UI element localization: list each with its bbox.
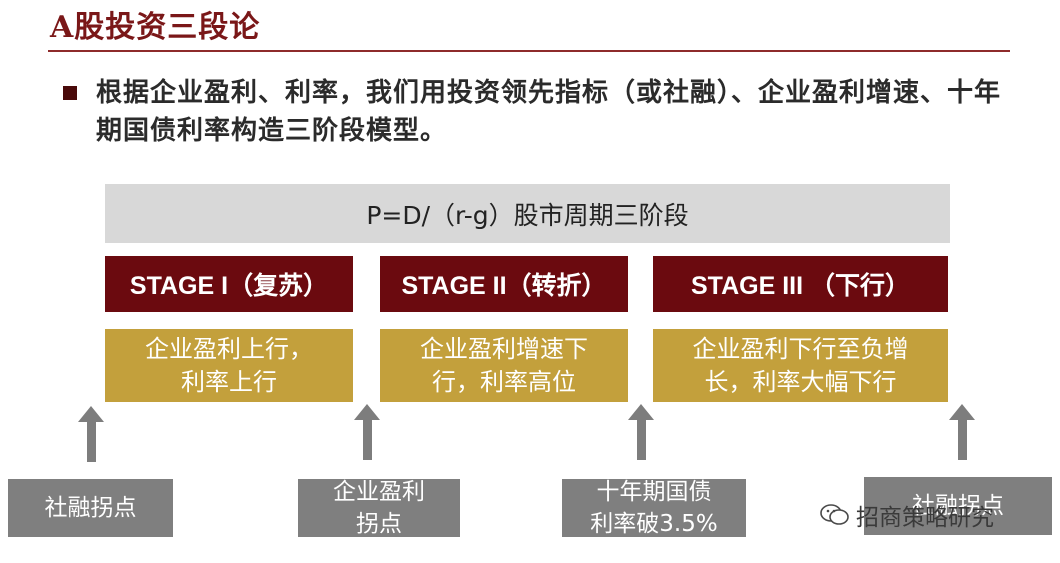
trigger-3-box: 十年期国债利率破3.5%	[562, 479, 746, 537]
trigger-4-box: 社融拐点	[864, 477, 1052, 535]
trigger-1-line1: 社融拐点	[44, 495, 137, 521]
stage-3-header: STAGE III （下行）	[653, 256, 948, 312]
trigger-2-line1: 企业盈利	[333, 479, 425, 505]
stage-2-desc-line1: 企业盈利增速下	[420, 334, 588, 363]
stage-2-description: 企业盈利增速下行，利率高位	[380, 329, 628, 402]
stage-1-description: 企业盈利上行， 利率上行	[105, 329, 353, 402]
page-title: A股投资三段论	[50, 10, 261, 45]
trigger-3-line1: 十年期国债	[596, 479, 712, 505]
cycle-banner: P=D/（r-g）股市周期三阶段	[105, 184, 950, 243]
stage-3-description: 企业盈利下行至负增长，利率大幅下行	[653, 329, 948, 402]
title-divider	[48, 50, 1010, 52]
watermark-text: 招商策略研究	[856, 505, 994, 531]
stage-1-desc-line2: 利率上行	[181, 367, 277, 396]
stage-1-header: STAGE I（复苏）	[105, 256, 353, 312]
bullet-square-icon	[63, 86, 77, 100]
intro-text: 根据企业盈利、利率，我们用投资领先指标（或社融）、企业盈利增速、十年期国债利率构…	[96, 78, 1002, 146]
stage-1-desc-line1: 企业盈利上行，	[145, 334, 313, 363]
trigger-4-line1: 社融拐点	[912, 493, 1004, 519]
watermark: 招商策略研究	[820, 498, 994, 532]
trigger-2-line2: 拐点	[356, 511, 402, 537]
trigger-3-line2: 利率破3.5%	[590, 511, 718, 537]
stage-3-desc-line2: 长，利率大幅下行	[704, 367, 897, 396]
trigger-1-box: 社融拐点	[8, 479, 173, 537]
stage-3-desc-line1: 企业盈利下行至负增	[692, 334, 909, 363]
stage-2-header: STAGE II（转折）	[380, 256, 628, 312]
wechat-icon	[820, 503, 850, 527]
trigger-2-box: 企业盈利拐点	[298, 479, 460, 537]
stage-2-desc-line2: 行，利率高位	[432, 367, 576, 396]
